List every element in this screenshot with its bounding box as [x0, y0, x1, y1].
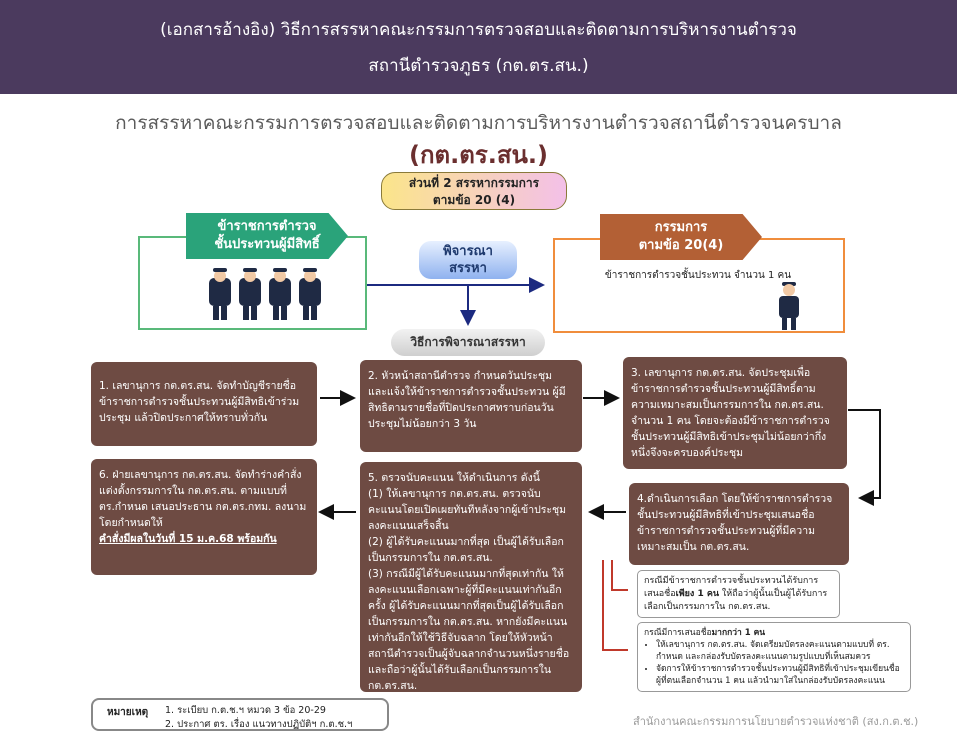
note1-emph: เพียง 1 คน — [675, 589, 720, 599]
step-2: 2. หัวหน้าสถานีตำรวจ กำหนดวันประชุม และแ… — [360, 360, 582, 452]
step-5-item-1: (1) ให้เลขานุการ กต.ตร.สน. ตรวจนับคะแนนโ… — [368, 488, 567, 532]
consider-recruit-badge: พิจารณา สรรหา — [419, 241, 517, 279]
eligible-tag-line2: ชั้นประทวนผู้มีสิทธิ์ — [214, 237, 320, 252]
step-3: 3. เลขานุการ กต.ตร.สน. จัดประชุมเพื่อข้า… — [623, 357, 847, 469]
remark-item-2: 2. ประกาศ ตร. เรื่อง แนวทางปฏิบัติฯ ก.ต.… — [165, 719, 353, 730]
step-5-item-2: (2) ผู้ได้รับคะแนนมากที่สุด เป็นผู้ได้รั… — [368, 536, 564, 564]
arrow-step3-to-step4 — [848, 409, 881, 506]
note2-emph: มากกว่า 1 คน — [711, 628, 766, 638]
note-single-nominee: กรณีมีข้าราชการตำรวจชั้นประทวนได้รับการเ… — [637, 570, 840, 618]
note2-bullet-1: ให้เลขานุการ กต.ตร.สน. จัดเตรียมบัตรลงคะ… — [656, 639, 904, 663]
bracket-to-note1 — [611, 560, 628, 591]
note-multiple-nominees: กรณีมีการเสนอชื่อมากกว่า 1 คน ให้เลขานุก… — [637, 622, 911, 692]
part-label: ส่วนที่ 2 สรรหากรรมการ ตามข้อ 20 (4) — [381, 172, 567, 210]
note1-pre: กรณีมีข้าราชการตำรวจชั้นประทวนได้รับการเ… — [644, 576, 819, 599]
step-5: 5. ตรวจนับคะแนน ให้ดำเนินการ ดังนี้ (1) … — [360, 462, 582, 692]
header-line2: สถานีตำรวจภูธร (กต.ตร.สน.) — [368, 56, 589, 76]
eligible-tag-line1: ข้าราชการตำรวจ — [217, 219, 317, 234]
step-6: 6. ฝ่ายเลขานุการ กต.ตร.สน. จัดทำร่างคำสั… — [91, 459, 317, 575]
committee-member-text: ข้าราชการตำรวจชั้นประทวน จำนวน 1 คน — [604, 270, 792, 281]
remark-item-1: 1. ระเบียบ ก.ต.ช.ฯ หมวด 3 ข้อ 20-29 — [165, 705, 326, 716]
page-subtitle: (กต.ตร.สน.) — [409, 141, 548, 169]
bracket-to-note2 — [602, 560, 628, 651]
note2-pre: กรณีมีการเสนอชื่อ — [644, 628, 712, 638]
committee-tag-line2: ตามข้อ 20(4) — [638, 238, 724, 253]
step-5-item-3: (3) กรณีมีผู้ได้รับคะแนนมากที่สุดเท่ากัน… — [368, 568, 570, 692]
consider-line1: พิจารณา — [443, 244, 493, 259]
footer-agency: สำนักงานคณะกรรมการนโยบายตำรวจแห่งชาติ (ส… — [633, 715, 919, 728]
step-4: 4.ดำเนินการเลือก โดยให้ข้าราชการตำรวจชั้… — [629, 483, 849, 565]
note2-bullet-2: จัดการให้ข้าราชการตำรวจชั้นประทวนผู้มีสิ… — [656, 663, 904, 687]
eligible-officers-tag: ข้าราชการตำรวจ ชั้นประทวนผู้มีสิทธิ์ — [186, 213, 348, 259]
step-6-effective-date: คำสั่งมีผลในวันที่ 15 ม.ค.68 พร้อมกัน — [99, 533, 277, 545]
committee-member-tag: กรรมการ ตามข้อ 20(4) — [600, 214, 762, 260]
consider-line2: สรรหา — [449, 261, 487, 276]
part-label-line1: ส่วนที่ 2 สรรหากรรมการ — [408, 176, 540, 190]
note1-post: ให้ถือว่าผู้นั้นเป็นผู้ได้รับการเลือกเป็… — [644, 589, 828, 612]
part-label-line2: ตามข้อ 20 (4) — [432, 193, 516, 207]
header-bar: (เอกสารอ้างอิง) วิธีการสรรหาคณะกรรมการตร… — [0, 0, 957, 94]
remark-box: หมายเหตุ 1. ระเบียบ ก.ต.ช.ฯ หมวด 3 ข้อ 2… — [91, 698, 389, 731]
remark-label: หมายเหตุ — [107, 707, 149, 718]
committee-tag-line1: กรรมการ — [654, 220, 708, 235]
police-officers-icon — [209, 268, 321, 320]
method-label: วิธีการพิจารณาสรรหา — [391, 329, 545, 356]
header-line1: (เอกสารอ้างอิง) วิธีการสรรหาคณะกรรมการตร… — [160, 20, 797, 40]
police-officer-icon — [779, 282, 799, 330]
step-6-text: 6. ฝ่ายเลขานุการ กต.ตร.สน. จัดทำร่างคำสั… — [99, 469, 307, 529]
step-1: 1. เลขานุการ กต.ตร.สน. จัดทำบัญชีรายชื่อ… — [91, 362, 317, 446]
page-title: การสรรหาคณะกรรมการตรวจสอบและติดตามการบริ… — [115, 112, 842, 134]
step-5-intro: 5. ตรวจนับคะแนน ให้ดำเนินการ ดังนี้ — [368, 472, 540, 484]
